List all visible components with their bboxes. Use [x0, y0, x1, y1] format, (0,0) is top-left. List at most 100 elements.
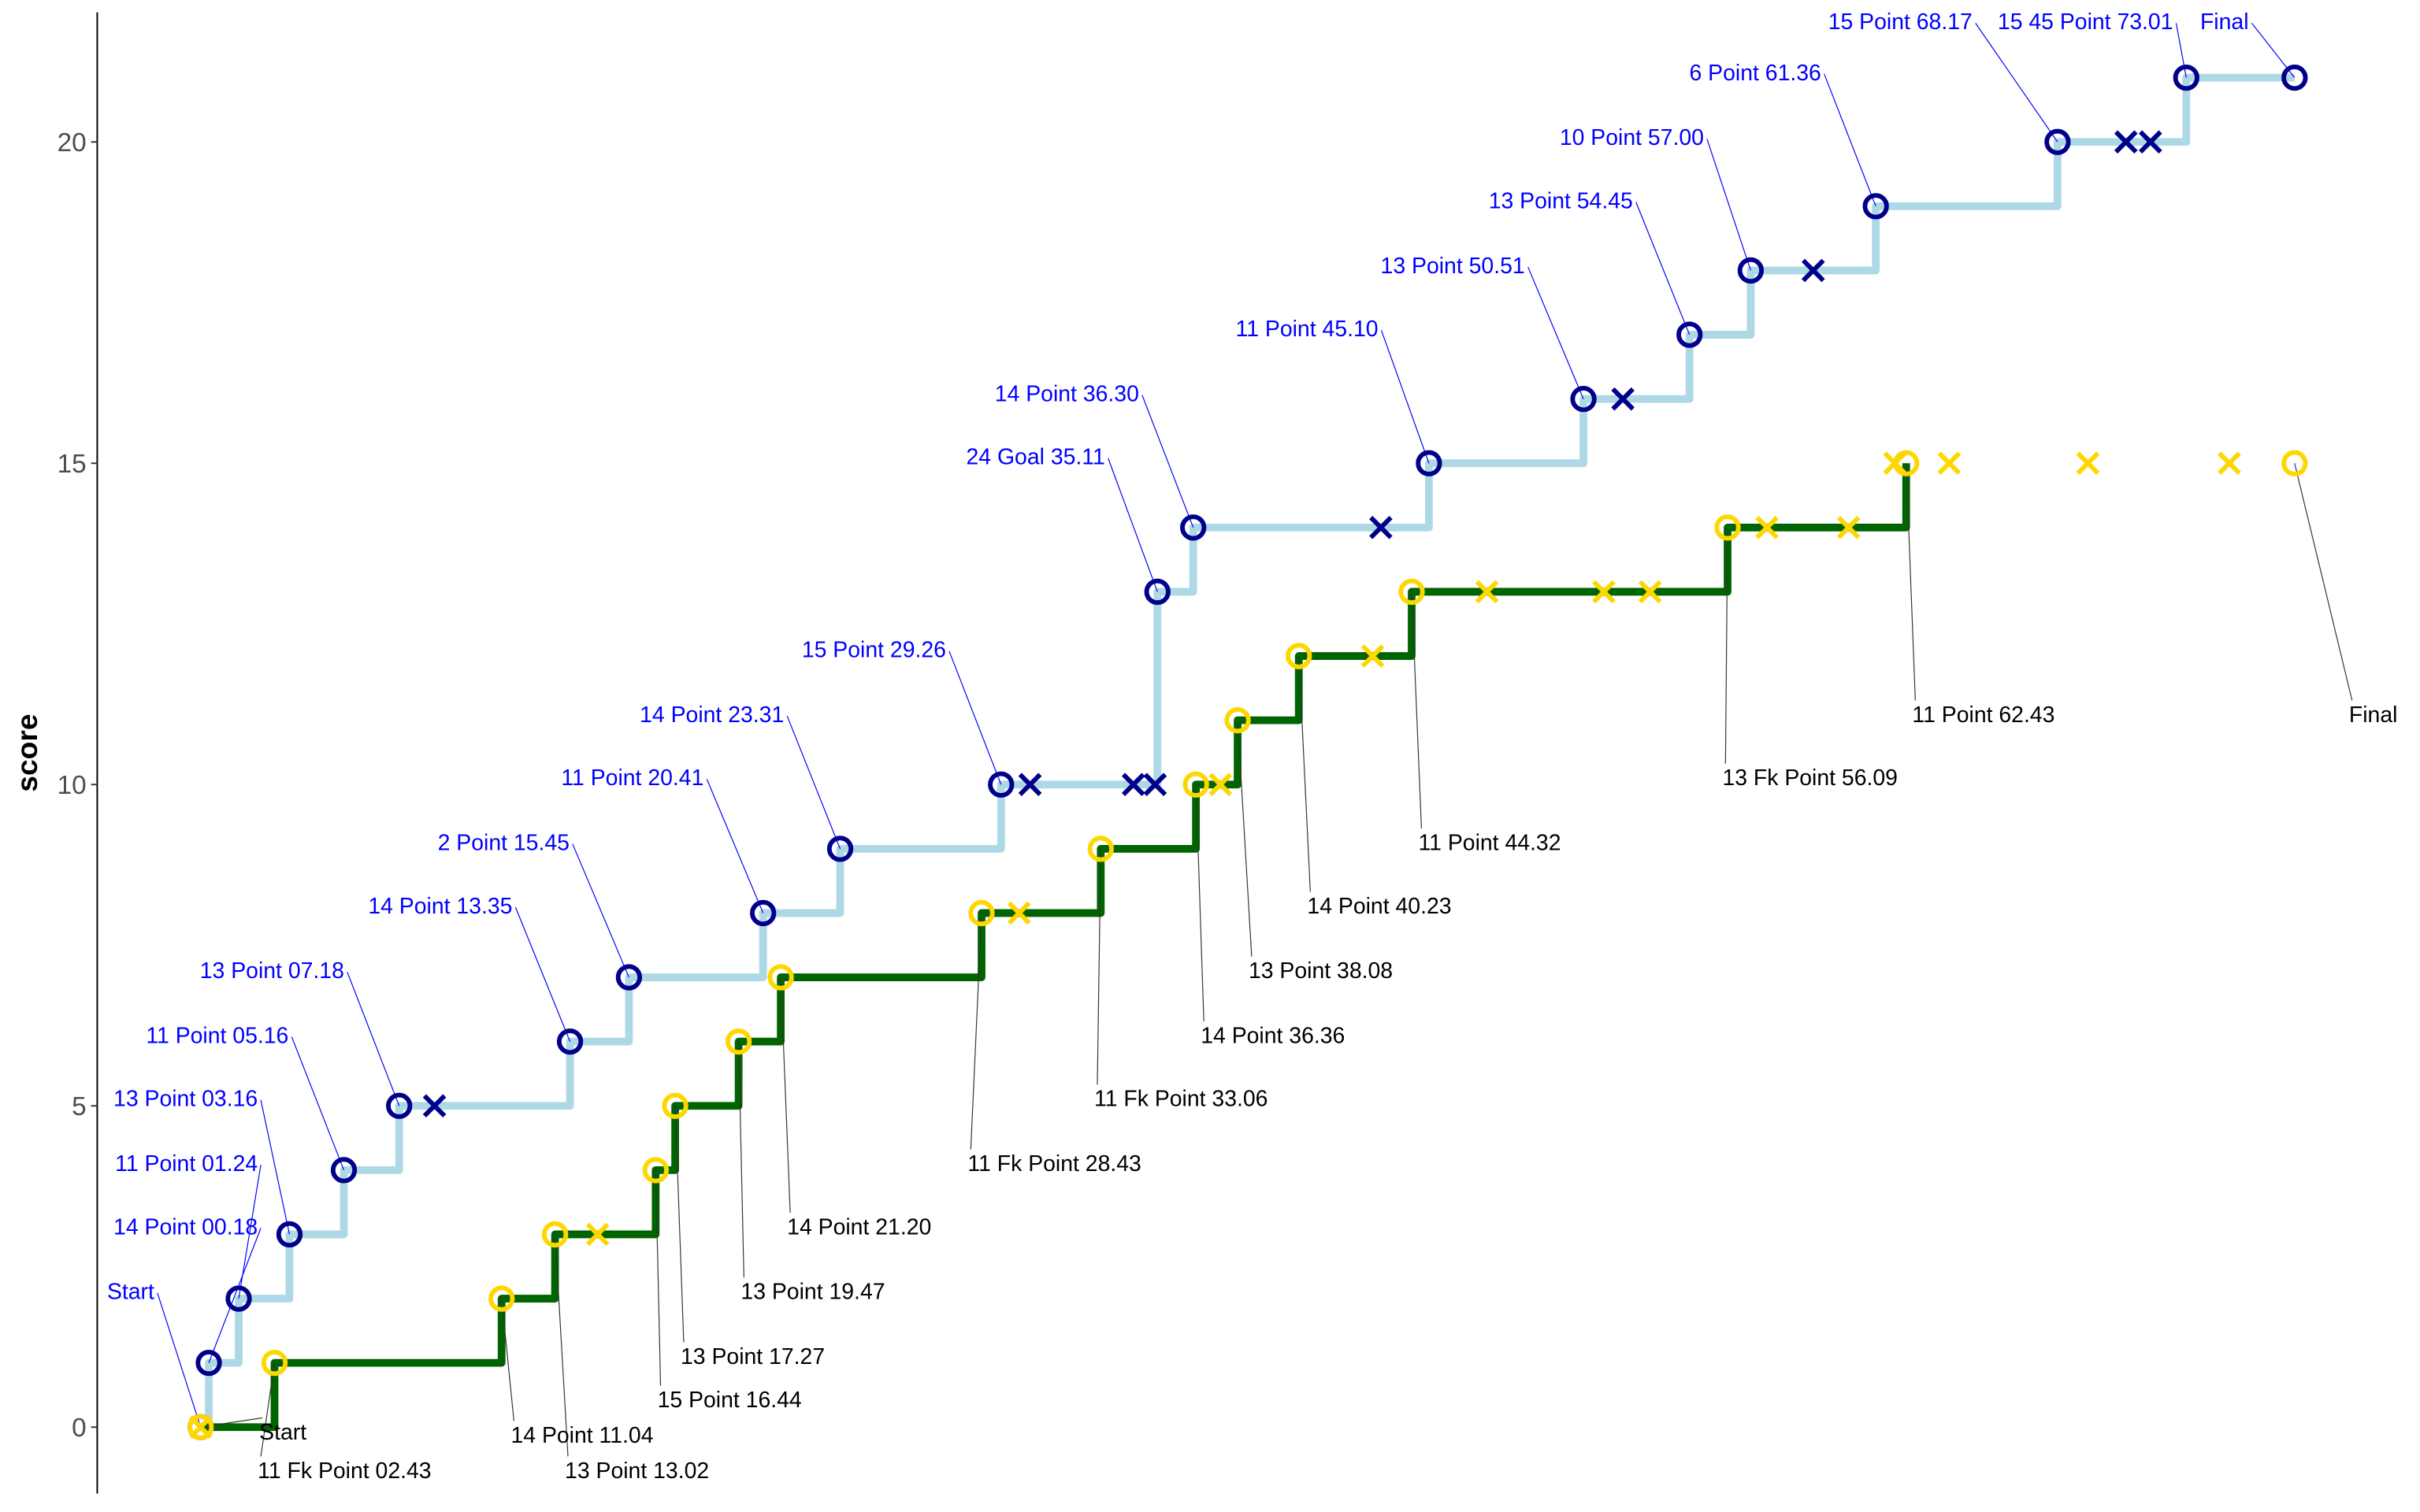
- label-leader-line: [1195, 784, 1204, 1021]
- event-label: 14 Point 21.20: [787, 1214, 931, 1240]
- event-label: 15 45 Point 73.01: [1998, 9, 2173, 35]
- score-point-marker: [225, 1285, 252, 1312]
- event-label: 13 Point 07.18: [200, 958, 344, 984]
- miss-marker-x-icon: [1007, 901, 1031, 925]
- score-point-marker: [725, 1028, 752, 1055]
- miss-marker-x-icon: [1360, 644, 1385, 668]
- score-point-marker: [2281, 450, 2308, 476]
- y-tick-label: 0: [72, 1414, 87, 1443]
- event-label: 24 Goal 35.11: [967, 445, 1105, 470]
- score-point-marker: [1893, 450, 1920, 476]
- score-point-marker: [1182, 771, 1209, 798]
- score-point-marker: [1416, 450, 1442, 476]
- event-label: 14 Point 36.30: [995, 381, 1139, 406]
- event-label: Start: [259, 1420, 306, 1445]
- miss-marker-x-icon: [188, 1415, 213, 1440]
- y-axis-title: score: [10, 713, 43, 791]
- y-tick-label: 10: [58, 771, 87, 800]
- event-label: 14 Point 40.23: [1307, 894, 1451, 919]
- label-leader-line: [970, 913, 982, 1150]
- event-label: 10 Point 57.00: [1560, 125, 1704, 150]
- score-point-marker: [276, 1221, 303, 1248]
- label-leader-line: [1298, 656, 1311, 892]
- score-point-marker: [1862, 193, 1889, 220]
- miss-marker-x-icon: [1592, 580, 1616, 604]
- score-point-marker: [1570, 385, 1597, 413]
- label-leader-line: [1906, 463, 1916, 701]
- event-label: 15 Point 68.17: [1828, 9, 1973, 35]
- label-leader-line: [1706, 139, 1751, 271]
- event-label: 11 Point 44.32: [1418, 831, 1561, 856]
- label-leader-line: [2294, 463, 2353, 701]
- score-point-marker: [1737, 257, 1765, 284]
- label-leader-line: [1824, 73, 1876, 207]
- miss-marker-x-icon: [1121, 773, 1145, 797]
- miss-marker-x-icon: [1755, 516, 1779, 539]
- label-leader-line: [655, 1169, 662, 1386]
- miss-marker-x-icon: [2076, 451, 2100, 476]
- event-label: 14 Point 13.35: [368, 894, 512, 919]
- score-point-marker: [195, 1349, 222, 1377]
- score-point-marker: [488, 1285, 515, 1312]
- score-point-marker: [662, 1092, 689, 1119]
- event-label: 14 Point 11.04: [510, 1423, 653, 1448]
- miss-marker-x-icon: [1836, 516, 1861, 539]
- label-leader-line: [1724, 527, 1728, 764]
- score-point-marker: [615, 964, 643, 991]
- miss-marker-x-icon: [422, 1094, 447, 1118]
- score-point-marker: [988, 771, 1015, 798]
- score-point-marker: [1144, 578, 1171, 606]
- series-line-team-a: [200, 73, 2295, 1432]
- score-point-marker: [556, 1028, 584, 1055]
- event-label: Final: [2349, 702, 2398, 728]
- score-point-marker: [2044, 128, 2071, 155]
- miss-marker-x-icon: [1208, 773, 1233, 797]
- label-leader-line: [1141, 395, 1194, 528]
- event-label: 13 Point 19.47: [740, 1280, 885, 1305]
- event-label: Start: [107, 1280, 154, 1305]
- event-label: 14 Point 00.18: [113, 1214, 258, 1240]
- label-leader-line: [208, 1228, 262, 1363]
- score-point-marker: [2173, 64, 2199, 91]
- miss-marker-x-icon: [2114, 130, 2138, 154]
- score-point-marker: [1286, 643, 1312, 669]
- label-leader-line: [1635, 202, 1691, 335]
- label-leader-line: [238, 1165, 262, 1299]
- miss-marker-x-icon: [1801, 258, 1825, 283]
- miss-marker-x-icon: [1937, 451, 1962, 476]
- label-leader-line: [347, 972, 400, 1106]
- label-leader-line: [572, 843, 629, 978]
- event-label: 11 Point 05.16: [146, 1023, 288, 1048]
- event-label: 6 Point 61.36: [1690, 61, 1821, 86]
- series-line-team-b: [200, 463, 1910, 1432]
- label-leader-line: [1527, 266, 1584, 399]
- event-label: 11 Fk Point 28.43: [967, 1151, 1141, 1177]
- label-leader-line: [1380, 330, 1430, 464]
- event-label: 13 Point 17.27: [681, 1344, 825, 1369]
- event-label: 13 Point 03.16: [113, 1087, 258, 1112]
- label-leader-line: [1097, 848, 1101, 1085]
- miss-marker-x-icon: [1143, 773, 1167, 797]
- event-label: 11 Point 45.10: [1236, 317, 1379, 342]
- event-label: 13 Point 13.02: [565, 1458, 709, 1484]
- event-label: 11 Fk Point 02.43: [258, 1458, 431, 1484]
- score-point-marker: [187, 1414, 214, 1440]
- score-point-marker: [750, 899, 777, 927]
- miss-marker-x-icon: [2218, 451, 2241, 476]
- miss-marker-x-icon: [1369, 516, 1393, 539]
- label-leader-line: [514, 906, 571, 1042]
- score-point-marker: [1224, 706, 1251, 734]
- label-leader-line: [260, 1099, 291, 1235]
- label-leader-line: [157, 1292, 202, 1428]
- event-label: 13 Point 50.51: [1381, 254, 1525, 279]
- miss-marker-x-icon: [1475, 580, 1499, 604]
- label-leader-line: [706, 779, 764, 914]
- score-point-marker: [1398, 578, 1425, 606]
- event-label: 11 Fk Point 33.06: [1094, 1087, 1268, 1112]
- score-point-marker: [1714, 514, 1741, 541]
- y-tick-label: 15: [58, 450, 87, 479]
- score-point-marker: [261, 1349, 288, 1377]
- event-label: 11 Point 62.43: [1912, 702, 2054, 728]
- label-leader-line: [786, 715, 841, 850]
